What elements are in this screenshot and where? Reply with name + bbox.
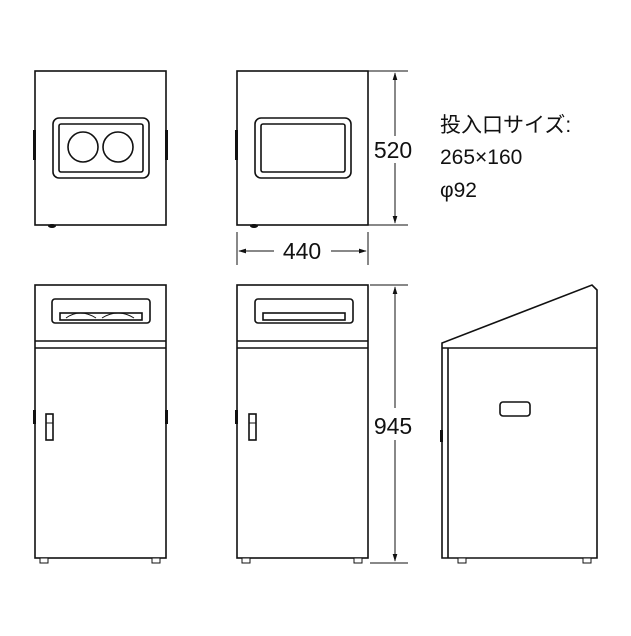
round-inlet [102,131,134,163]
door-handle [45,413,54,441]
inlet-spec: 投入口サイズ: 265×160 φ92 [440,114,571,202]
front-view-rect-inlet [235,284,369,564]
side-handle [499,401,531,417]
round-inlet [67,131,99,163]
spec-round-size: φ92 [440,179,477,202]
dimension-label-520: 520 [374,137,412,163]
top-view-rect-inlet [235,70,369,228]
dimension-945: 945 [370,284,412,564]
top-view-round-inlet [33,70,168,228]
dimension-440: 440 [236,232,369,265]
dimension-label-945: 945 [374,413,412,439]
spec-rect-size: 265×160 [440,146,522,169]
inlet-frame [254,117,352,179]
side-view [440,284,598,564]
spec-title: 投入口サイズ: [440,114,571,137]
front-view-round-inlet [33,284,168,564]
dimension-label-440: 440 [283,238,321,264]
door-handle [248,413,257,441]
dimension-520: 520 [368,70,412,226]
